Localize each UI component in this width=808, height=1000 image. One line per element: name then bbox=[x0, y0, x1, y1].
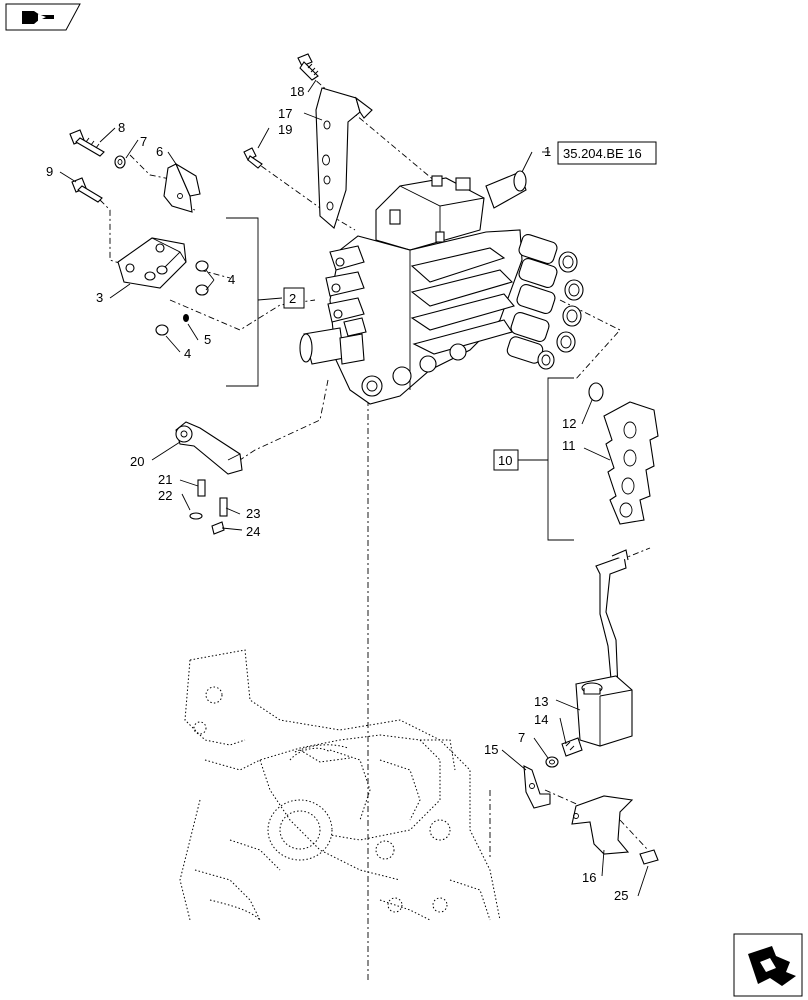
pin-part-24 bbox=[219, 497, 228, 517]
callout-18: 17 bbox=[278, 106, 292, 121]
guard-part-16 bbox=[571, 795, 634, 855]
pin-part-22 bbox=[197, 479, 206, 497]
tractor-outline bbox=[179, 649, 501, 921]
callout-5: 5 bbox=[204, 332, 211, 347]
washer-part-23 bbox=[189, 512, 203, 520]
callout-23: 22 bbox=[158, 488, 172, 503]
cover-part-11 bbox=[603, 401, 659, 525]
callout-24: 23 bbox=[246, 506, 260, 521]
bolt-part-20 bbox=[243, 147, 263, 169]
bracket-part-15 bbox=[523, 765, 551, 809]
reservoir-part-13 bbox=[575, 549, 633, 747]
callout-16: 16 bbox=[582, 870, 596, 885]
o-ring-part-4-a bbox=[195, 260, 209, 296]
svg-text:10: 10 bbox=[498, 453, 512, 468]
callout-4-a: 4 bbox=[228, 272, 235, 287]
bolt-part-19 bbox=[297, 53, 319, 81]
callout-14: 14 bbox=[534, 712, 548, 727]
washer-part-7-top bbox=[114, 155, 126, 169]
callout-21: 20 bbox=[130, 454, 144, 469]
callout-12: 12 bbox=[562, 416, 576, 431]
callout-7-top: 7 bbox=[140, 134, 147, 149]
clip-part-25 bbox=[211, 521, 225, 535]
callout-20: 19 bbox=[278, 122, 292, 137]
bolt-part-17 bbox=[639, 849, 659, 865]
ball-part-5 bbox=[183, 314, 189, 322]
book-arrow-icon[interactable] bbox=[5, 3, 81, 31]
bracket-part-6 bbox=[163, 162, 201, 213]
callout-6: 6 bbox=[156, 144, 163, 159]
callout-19: 18 bbox=[290, 84, 304, 99]
callout-1: 1 bbox=[544, 144, 551, 159]
callout-8: 8 bbox=[118, 120, 125, 135]
callout-13: 13 bbox=[534, 694, 548, 709]
group-bracket-2 bbox=[226, 217, 283, 387]
callout-3: 3 bbox=[96, 290, 103, 305]
group-ref-2[interactable]: 2 bbox=[283, 287, 305, 309]
callout-25: 24 bbox=[246, 524, 260, 539]
washer-part-7-bottom bbox=[545, 756, 559, 768]
control-valve-part-1 bbox=[299, 170, 584, 405]
next-page-arrow-icon[interactable] bbox=[733, 933, 803, 997]
o-ring-part-4-b bbox=[155, 324, 169, 336]
svg-text:35.204.BE 16: 35.204.BE 16 bbox=[563, 146, 642, 161]
svg-text:2: 2 bbox=[289, 291, 296, 306]
group-ref-10[interactable]: 10 bbox=[493, 449, 519, 471]
cross-ref-box[interactable]: 35.204.BE 16 bbox=[557, 141, 657, 165]
callout-7-bottom: 7 bbox=[518, 730, 525, 745]
bolt-part-14 bbox=[561, 737, 583, 757]
plate-part-18 bbox=[315, 87, 373, 229]
lever-part-21 bbox=[175, 421, 243, 475]
o-ring-part-12 bbox=[588, 382, 604, 402]
spool-caps bbox=[506, 233, 584, 370]
callout-11: 11 bbox=[562, 438, 576, 453]
callout-17: 25 bbox=[614, 888, 628, 903]
leader-lines bbox=[59, 79, 649, 897]
callout-4-b: 4 bbox=[184, 346, 191, 361]
bolt-part-9 bbox=[71, 177, 103, 203]
callout-22: 21 bbox=[158, 472, 172, 487]
group-bracket-10 bbox=[518, 377, 574, 541]
callout-15: 15 bbox=[484, 742, 498, 757]
callout-9: 9 bbox=[46, 164, 53, 179]
bolt-part-8 bbox=[69, 129, 105, 157]
block-part-3 bbox=[117, 237, 187, 289]
callout-numbers: 18 17 19 1 8 7 6 9 3 4 5 4 20 21 22 23 2… bbox=[46, 84, 628, 903]
